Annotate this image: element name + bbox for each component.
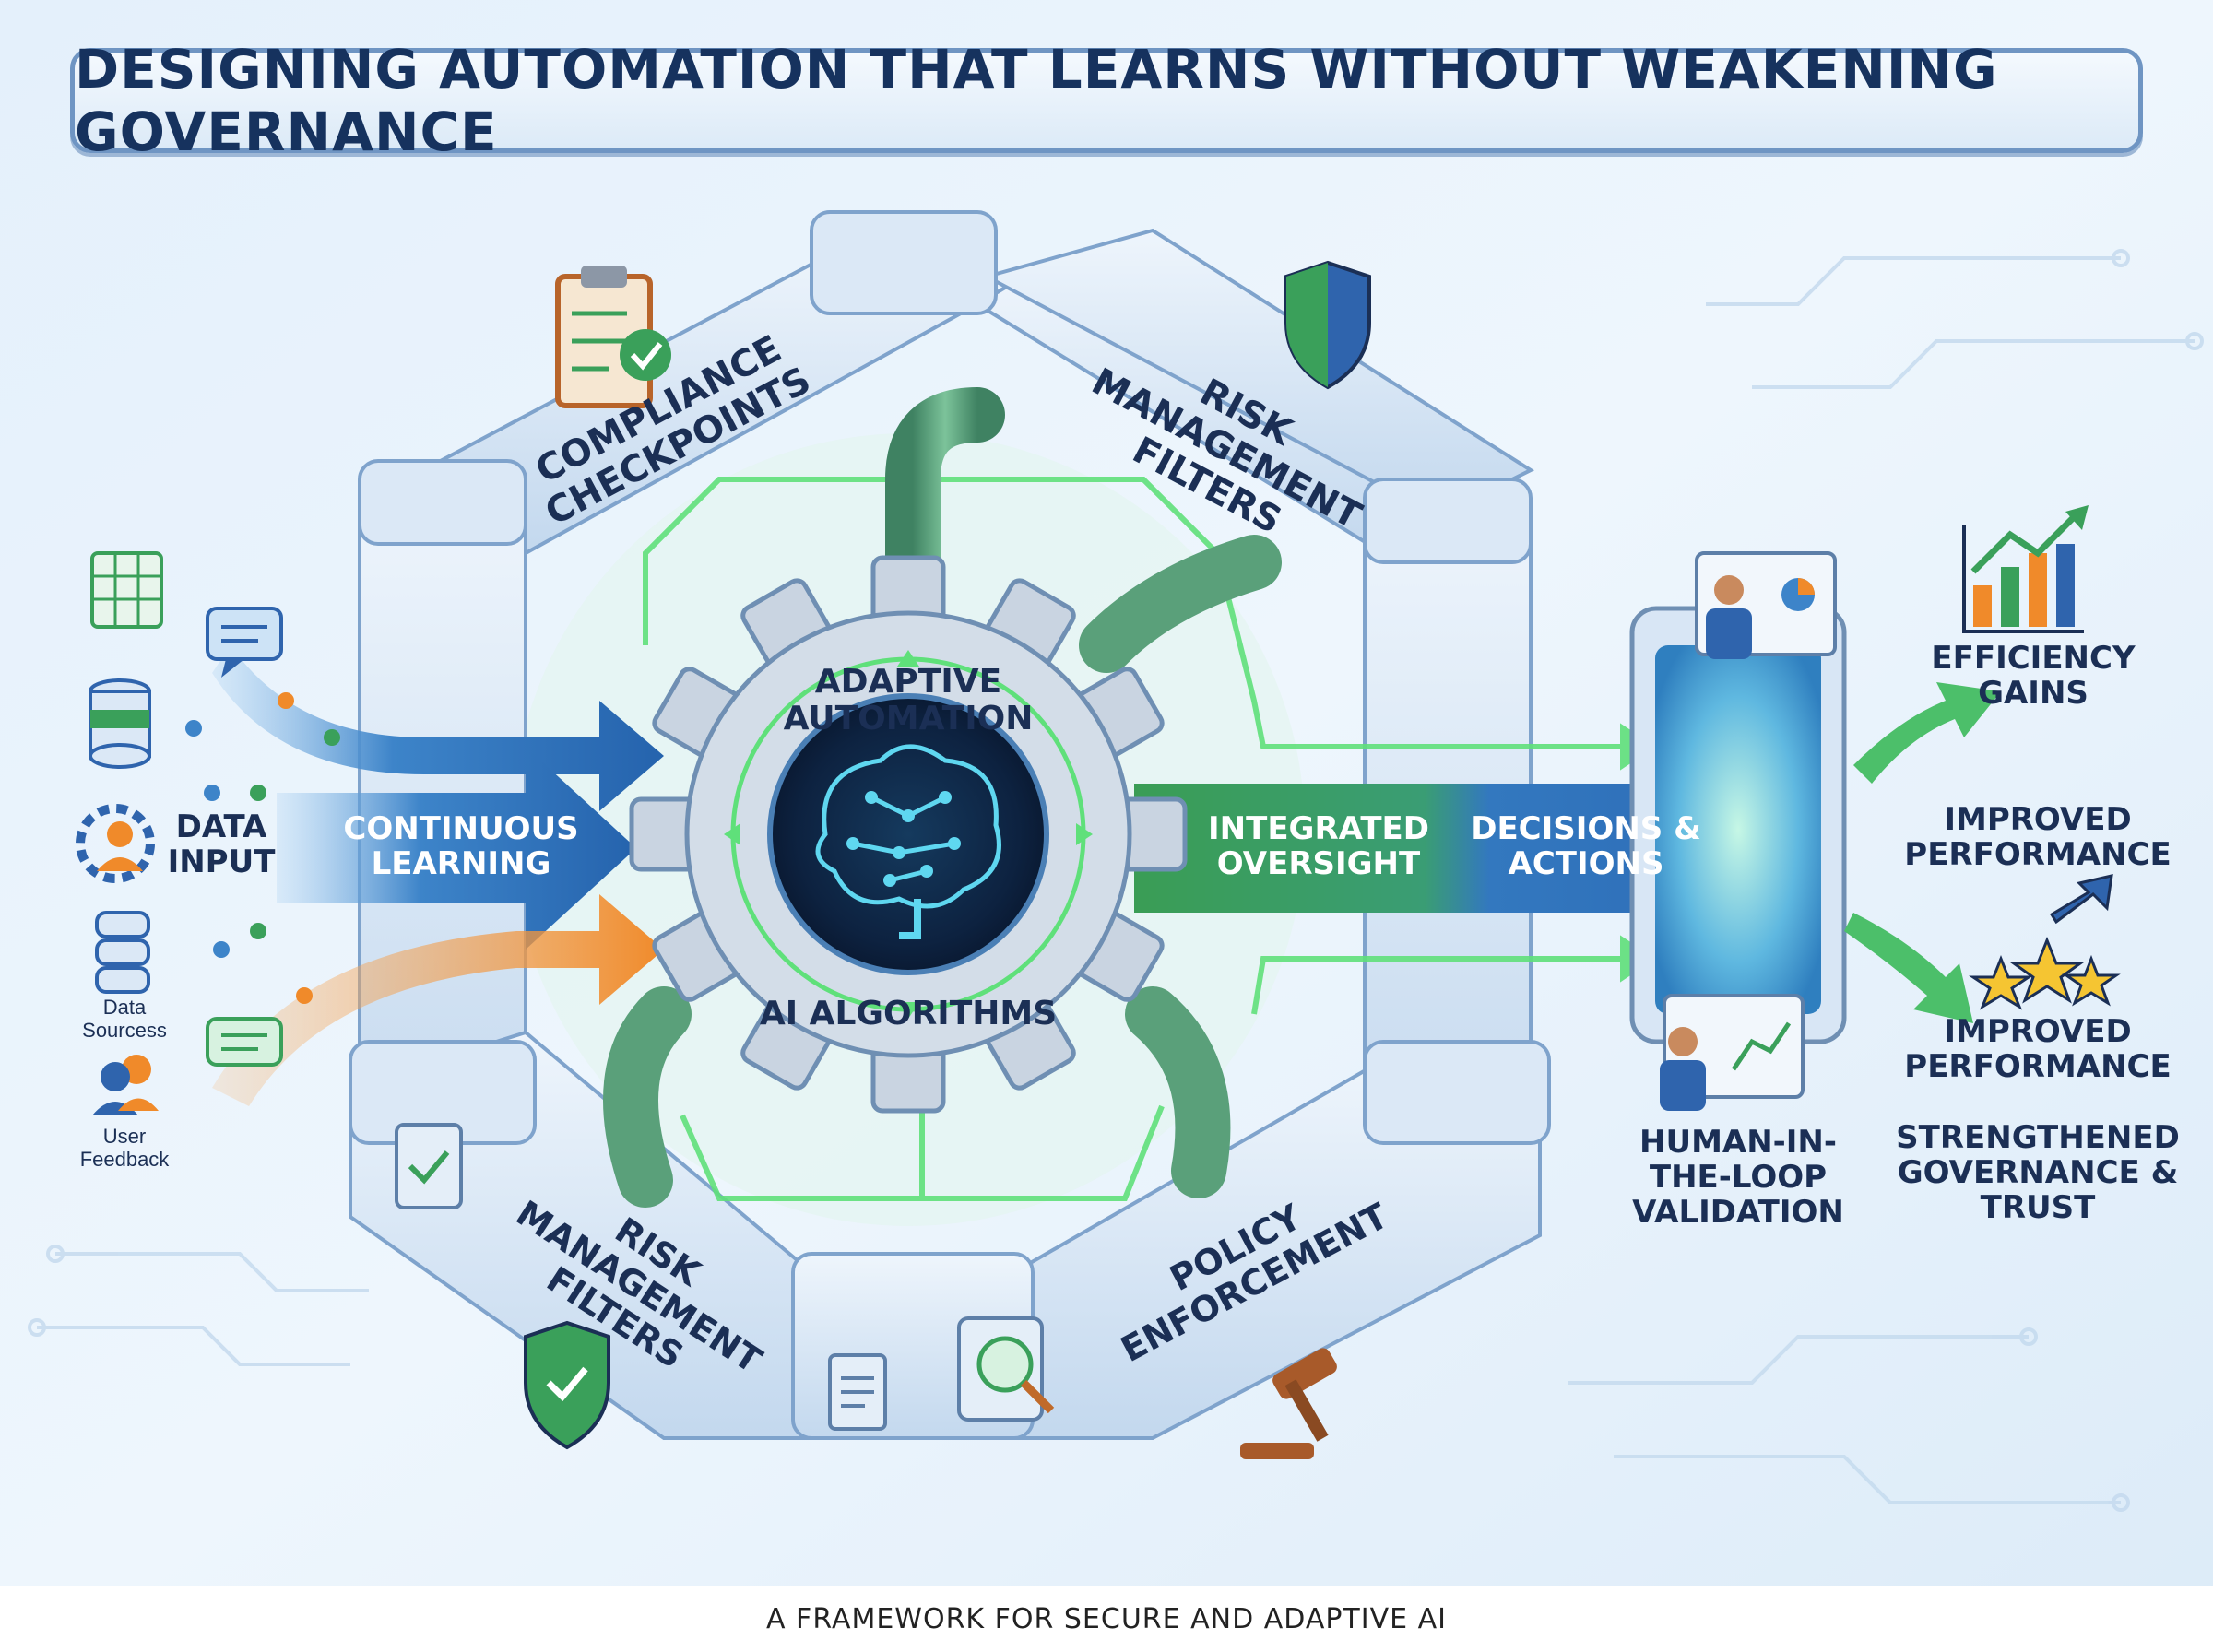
central-gear — [684, 610, 1132, 1058]
output-arrow — [1134, 728, 1780, 968]
label-human-in-the-loop: HUMAN-IN-THE-LOOP VALIDATION — [1632, 1124, 1844, 1232]
label-user-feedback: User Feedback — [79, 1125, 170, 1172]
database-icon — [89, 678, 151, 769]
label-improved-performance-2: IMPROVED PERFORMANCE — [1904, 1013, 2172, 1086]
page-title: DESIGNING AUTOMATION THAT LEARNS WITHOUT… — [75, 38, 1998, 163]
gavel-icon — [1240, 1348, 1337, 1459]
circuit-lines — [28, 249, 2204, 1512]
user-group-icon — [92, 1055, 159, 1115]
stars-icon — [1969, 874, 2121, 1010]
label-data-sources: Data Sourcess — [82, 996, 167, 1043]
label-data-input: DATA INPUT — [167, 808, 276, 881]
input-arrows — [185, 645, 664, 1106]
log-magnifier-icon — [957, 1316, 1055, 1422]
label-strengthened-governance: STRENGTHENED GOVERNANCE & TRUST — [1896, 1119, 2180, 1227]
clipboard-outline-icon — [395, 1123, 463, 1210]
validation-tablet — [1629, 606, 1847, 1044]
outcome-arrows — [1844, 682, 2001, 1023]
pipes — [603, 387, 1282, 1208]
chat-bubble-icon — [206, 607, 283, 678]
gear-label-top: ADAPTIVE AUTOMATION — [783, 663, 1034, 738]
label-efficiency-gains: EFFICIENCY GAINS — [1931, 640, 2136, 713]
presenter-icon — [1695, 551, 1837, 659]
spreadsheet-icon — [90, 551, 163, 629]
chat-bubble-green-icon — [206, 1017, 283, 1067]
shield-check-icon — [524, 1320, 610, 1450]
label-improved-performance-1: IMPROVED PERFORMANCE — [1904, 801, 2172, 874]
governance-frame — [349, 210, 1551, 1440]
gear-label-bottom: AI ALGORITHMS — [759, 995, 1058, 1032]
footer-caption: A FRAMEWORK FOR SECURE AND ADAPTIVE AI — [766, 1602, 1447, 1635]
brain-nodes — [846, 791, 961, 887]
document-icon — [828, 1353, 887, 1431]
label-integrated-oversight: INTEGRATED OVERSIGHT — [1208, 810, 1429, 883]
label-continuous-learning: CONTINUOUS LEARNING — [343, 810, 579, 883]
database-stack-icon — [95, 911, 150, 994]
page-title-box: DESIGNING AUTOMATION THAT LEARNS WITHOUT… — [70, 38, 2143, 163]
people-gear-icon — [76, 804, 155, 883]
footer-bar: A FRAMEWORK FOR SECURE AND ADAPTIVE AI — [0, 1586, 2213, 1652]
label-decisions-actions: DECISIONS & ACTIONS — [1471, 810, 1701, 883]
clipboard-check-icon — [555, 266, 671, 408]
shield-icon — [1284, 260, 1371, 390]
presenter-chart-icon — [1660, 994, 1805, 1111]
bar-chart-up-icon — [1962, 505, 2089, 633]
oversight-lines — [643, 477, 1656, 1201]
